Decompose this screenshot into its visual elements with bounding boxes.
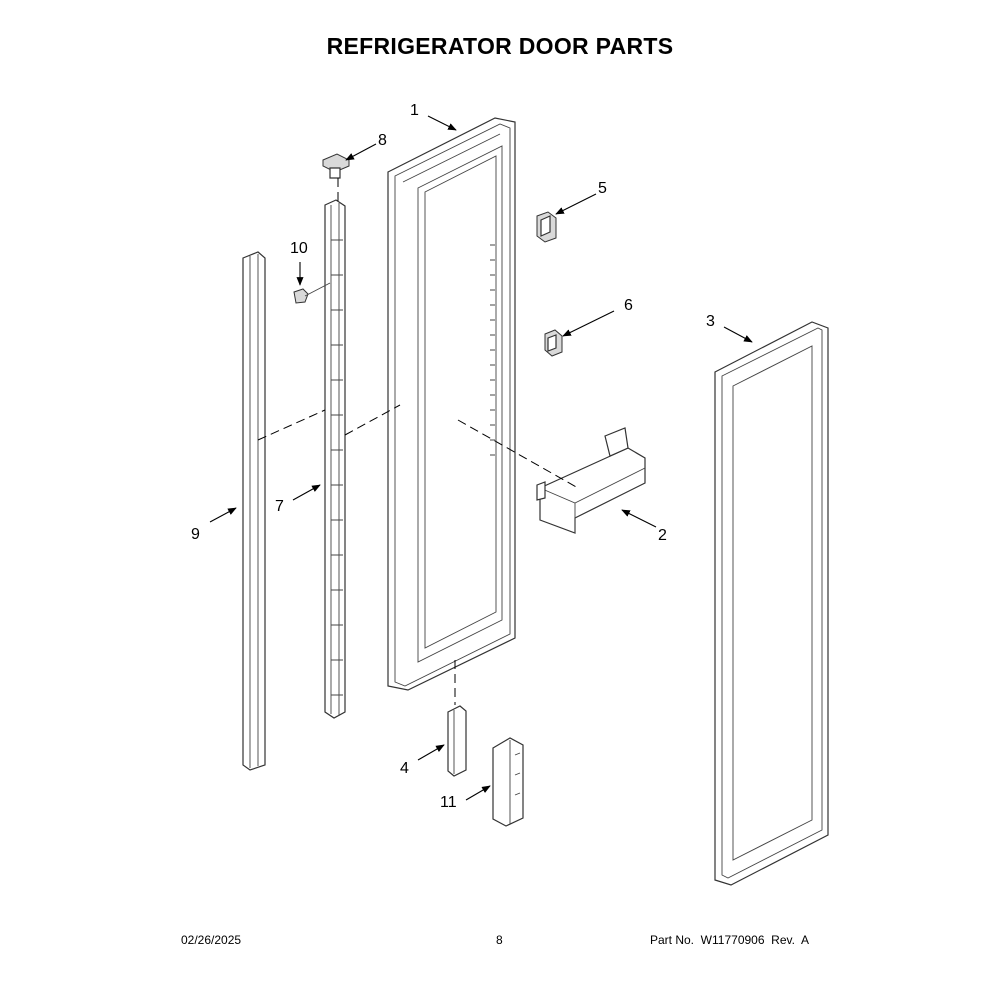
footer-part-number: Part No. W11770906 Rev. A bbox=[650, 933, 809, 947]
callout-4: 4 bbox=[400, 760, 409, 777]
part-7-trim-rail bbox=[324, 199, 346, 719]
diagram-title: REFRIGERATOR DOOR PARTS bbox=[326, 33, 674, 59]
callout-8: 8 bbox=[378, 132, 387, 149]
part-3-door-panel bbox=[714, 321, 829, 886]
part-5-hinge-bracket bbox=[536, 211, 557, 243]
callout-11: 11 bbox=[440, 794, 457, 811]
part-11-hinge-cover bbox=[492, 737, 524, 827]
callout-7: 7 bbox=[275, 498, 284, 515]
callout-2: 2 bbox=[658, 527, 667, 544]
callout-6: 6 bbox=[624, 297, 633, 314]
part-2-door-bin bbox=[536, 427, 646, 534]
part-1-door-liner bbox=[387, 117, 516, 691]
part-6-hinge-bracket bbox=[544, 329, 563, 357]
callout-3: 3 bbox=[706, 313, 715, 330]
callout-10: 10 bbox=[290, 240, 308, 257]
part-8-top-cap bbox=[322, 153, 350, 179]
callout-1: 1 bbox=[410, 102, 419, 119]
callout-9: 9 bbox=[191, 526, 200, 543]
part-9-door-strip bbox=[242, 251, 266, 771]
part-10-screw bbox=[293, 282, 331, 304]
footer-date: 02/26/2025 bbox=[181, 933, 242, 947]
part-4-bottom-bracket bbox=[447, 705, 467, 777]
callout-5: 5 bbox=[598, 180, 607, 197]
callout-leaders bbox=[209, 115, 753, 801]
footer-page-number: 8 bbox=[496, 933, 503, 947]
assembly-lines bbox=[257, 178, 579, 705]
callout-labels: 1 2 3 4 5 6 7 8 9 10 11 bbox=[191, 102, 715, 811]
